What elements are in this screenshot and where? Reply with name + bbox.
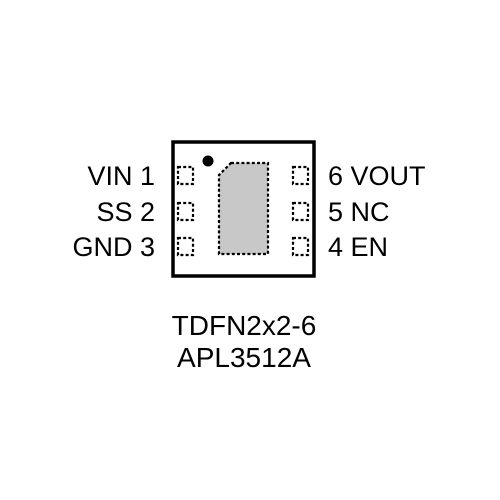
pad-pin-5 <box>291 201 310 222</box>
pin-label-gnd: GND 3 <box>72 232 155 262</box>
package-body <box>171 140 316 278</box>
pad-pin-3 <box>176 236 195 257</box>
exposed-pad <box>217 161 270 256</box>
pad-pin-4 <box>291 236 310 257</box>
pin-label-nc: 5 NC <box>328 197 390 227</box>
pin-label-en: 4 EN <box>328 232 389 262</box>
pin1-indicator-dot <box>202 155 214 167</box>
pad-pin-6 <box>291 165 310 186</box>
pin-label-vout: 6 VOUT <box>328 161 426 191</box>
pin-label-ss: SS 2 <box>96 197 155 227</box>
pad-pin-2 <box>176 201 195 222</box>
pin-label-vin: VIN 1 <box>87 161 155 191</box>
part-number: APL3512A <box>177 342 311 373</box>
pad-pin-1 <box>176 165 195 186</box>
package-name: TDFN2x2-6 <box>171 310 317 341</box>
